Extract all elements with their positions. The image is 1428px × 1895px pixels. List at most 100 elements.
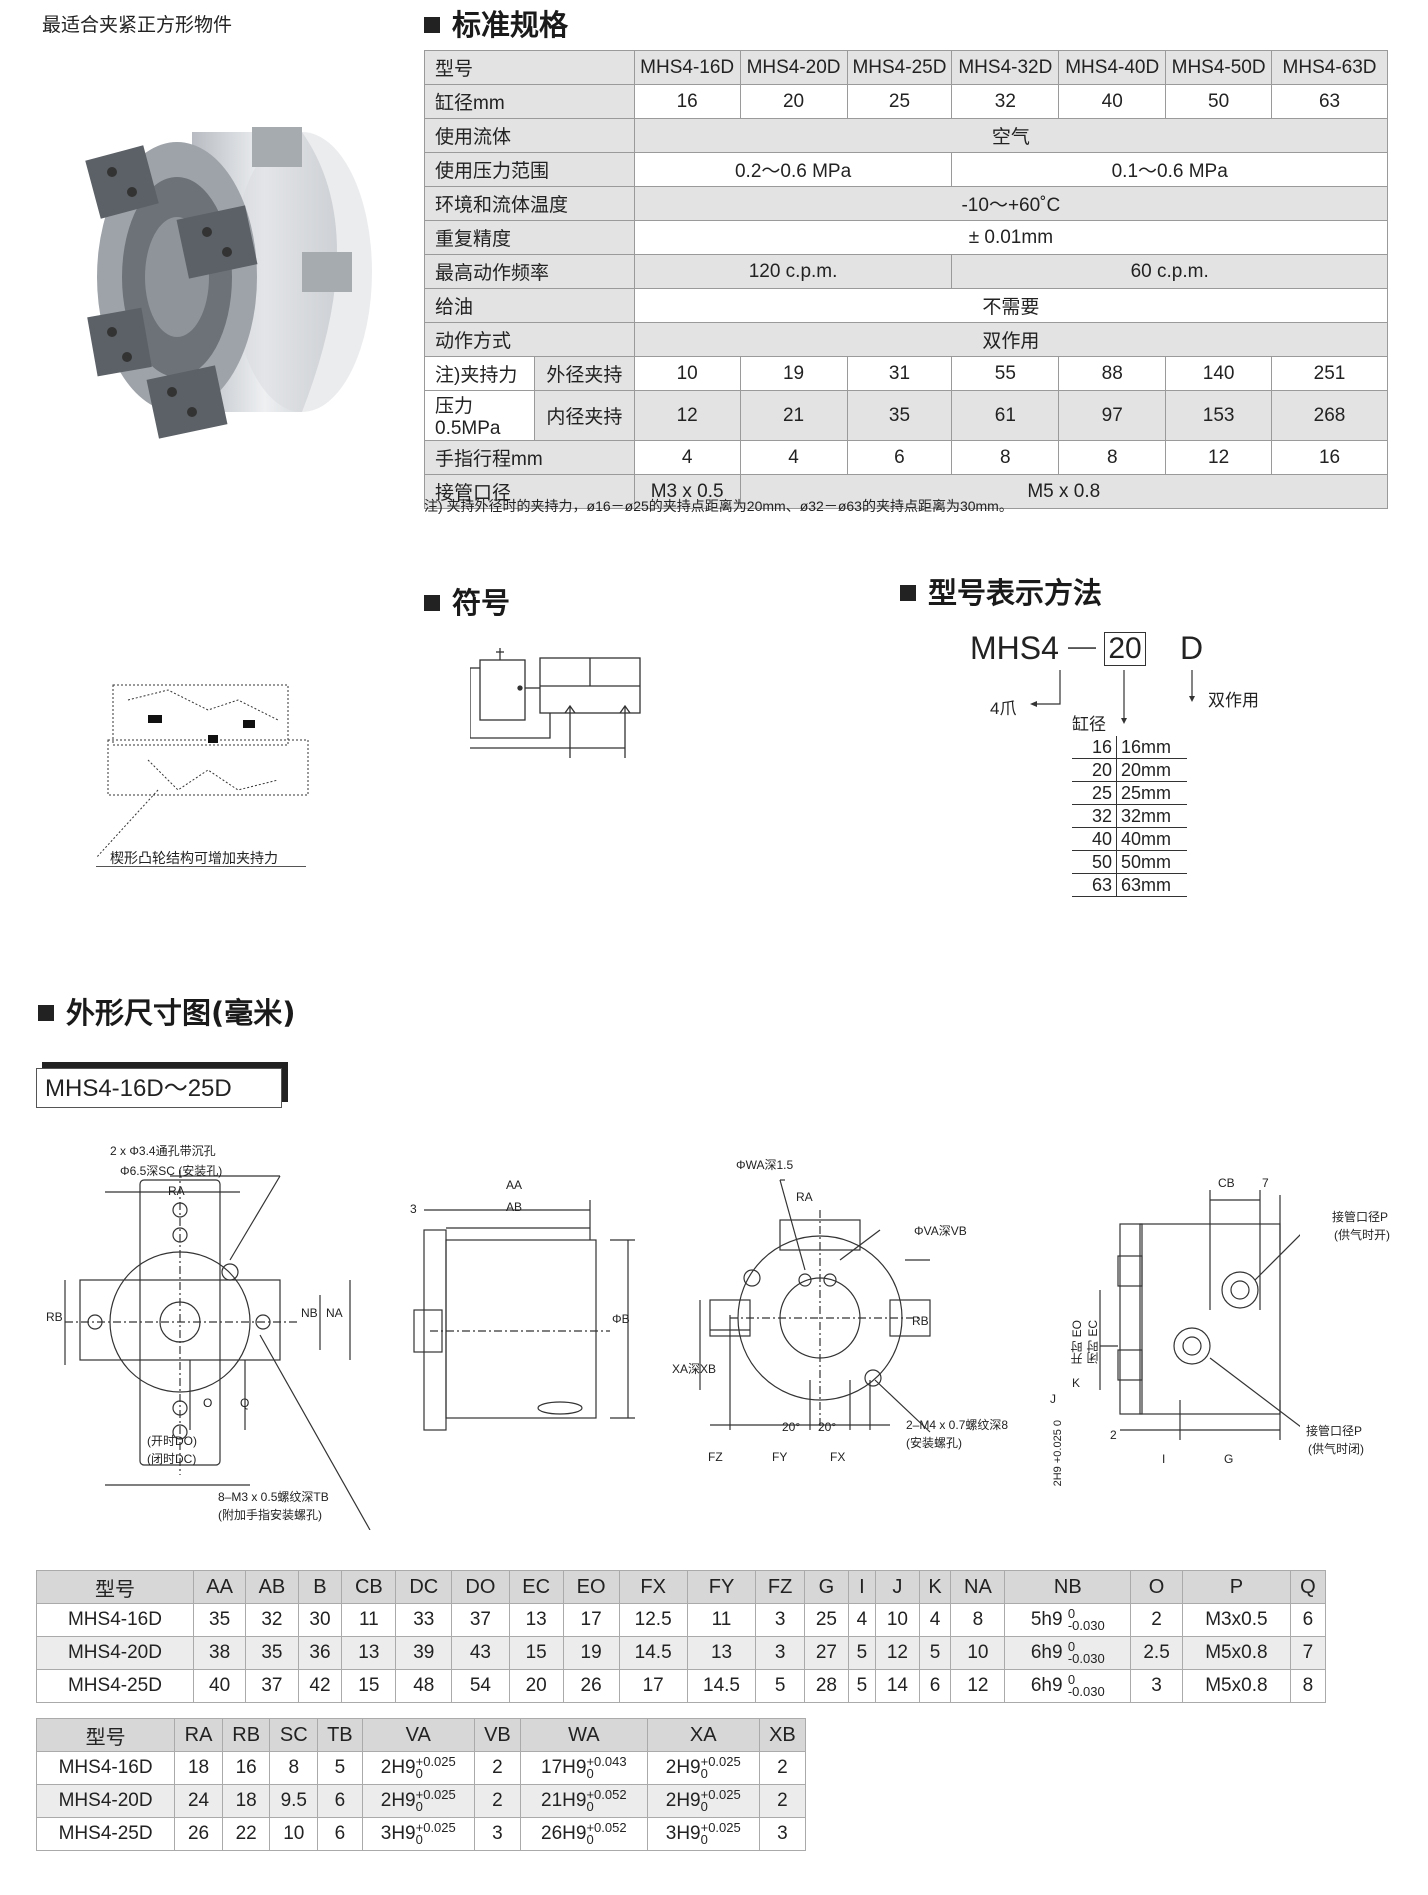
header-cell: SC <box>269 1718 319 1752</box>
cell: 19 <box>739 356 848 391</box>
cell: ± 0.01mm <box>633 220 1389 255</box>
seven-label: 7 <box>1262 1176 1269 1190</box>
counterbore-label: Φ6.5深SC (安装孔) <box>120 1164 223 1178</box>
rear-ra-label: RA <box>796 1190 813 1204</box>
cell: 双作用 <box>633 322 1389 357</box>
rear-rb-label: RB <box>912 1314 929 1328</box>
dc-label: (闭时DC) <box>147 1452 197 1466</box>
cell: 55 <box>951 356 1060 391</box>
cb-label: CB <box>1218 1176 1235 1190</box>
ec-label: 闭时 EC <box>1086 1320 1100 1365</box>
model-cell: MHS4-50D <box>1165 50 1273 85</box>
bore-row: 缸径mm 16 20 25 32 40 50 63 <box>424 84 1388 119</box>
table-header-row: 型号 AA AB B CB DC DO EC EO FX FY FZ G I J… <box>36 1570 1327 1604</box>
header-cell: FX <box>618 1570 688 1604</box>
model-code-suffix: D <box>1180 630 1204 666</box>
j-label: J <box>1050 1392 1056 1406</box>
cell: M3 x 0.5 <box>633 474 741 509</box>
bore-label: 缸径 <box>1072 715 1106 734</box>
model-code-bore-box: 20 <box>1104 632 1146 666</box>
header-cell: NB <box>1004 1570 1132 1604</box>
holes-label: 2 x Φ3.4通孔带沉孔 <box>110 1144 216 1158</box>
fz-label: FZ <box>708 1450 723 1464</box>
header-cell: XB <box>758 1718 807 1752</box>
port-row: 接管口径 M3 x 0.5 M5 x 0.8 <box>424 474 1389 509</box>
xa-label: XA深XB <box>672 1362 717 1376</box>
cell: 153 <box>1165 390 1273 441</box>
header-cell: P <box>1182 1570 1291 1604</box>
header-cell: VA <box>361 1718 475 1752</box>
ra-label: RA <box>168 1184 185 1198</box>
model-code-prefix: MHS4 <box>970 630 1059 666</box>
angle-label-1: 20° <box>782 1420 801 1434</box>
spec-note: 注) 夹持外径时的夹持力，ø16－ø25的夹持点距离为20mm、ø32－ø63的… <box>424 498 1013 514</box>
row-label: 给油 <box>424 288 635 323</box>
force-int-row: 压力0.5MPa 内径夹持 12 21 35 61 97 153 268 <box>424 390 1388 441</box>
h9-tolerance-label: 2H9 +0.025 0 <box>1052 1420 1064 1487</box>
header-cell: TB <box>317 1718 363 1752</box>
dims-title: 外形尺寸图(毫米) <box>38 990 296 1032</box>
spec-title: 标准规格 <box>424 2 568 44</box>
cell: 61 <box>951 390 1060 441</box>
header-cell: FZ <box>755 1570 806 1604</box>
cell: 0.1～0.6 MPa <box>951 152 1388 187</box>
row-label: 手指行程mm <box>424 440 635 475</box>
cell: 不需要 <box>633 288 1389 323</box>
phi-b-label: ΦB <box>612 1312 630 1326</box>
aa-label: AA <box>506 1178 523 1192</box>
header-cell: CB <box>341 1570 397 1604</box>
header-cell: B <box>297 1570 343 1604</box>
cell: 8 <box>1058 440 1167 475</box>
cell: 16 <box>633 84 741 119</box>
stroke-row: 手指行程mm 4 4 6 8 8 12 16 <box>424 440 1388 475</box>
model-cell: MHS4-25D <box>846 50 953 85</box>
m4-thread-label: 2–M4 x 0.7螺纹深8 <box>906 1418 1009 1432</box>
cell: 120 c.p.m. <box>633 254 953 289</box>
fluid-row: 使用流体 空气 <box>424 118 1389 153</box>
eo-label: 开时 EO <box>1070 1320 1084 1365</box>
nb-label: NB <box>301 1306 318 1320</box>
header-cell: RA <box>174 1718 223 1752</box>
header-cell: RB <box>221 1718 271 1752</box>
va-label: ΦVA深VB <box>914 1224 967 1238</box>
model-cell: MHS4-32D <box>951 50 1060 85</box>
header-label: 型号 <box>424 50 635 85</box>
cell: 97 <box>1058 390 1167 441</box>
row-label: 缸径mm <box>424 84 635 119</box>
cell: 10 <box>633 356 741 391</box>
port-open-label: 接管口径P <box>1332 1210 1389 1224</box>
cell: 31 <box>846 356 953 391</box>
port-close-note: (供气时闭) <box>1308 1442 1364 1456</box>
freq-row: 最高动作频率 120 c.p.m. 60 c.p.m. <box>424 254 1388 289</box>
cell: 140 <box>1165 356 1273 391</box>
cell: 268 <box>1271 390 1388 441</box>
action-row: 动作方式 双作用 <box>424 322 1389 357</box>
two-label: 2 <box>1110 1428 1117 1442</box>
product-image <box>85 127 372 439</box>
header-cell: K <box>918 1570 952 1604</box>
fx-label: FX <box>830 1450 846 1464</box>
header-cell: G <box>804 1570 849 1604</box>
row-label: 最高动作频率 <box>424 254 635 289</box>
do-label: (开时DO) <box>147 1434 197 1448</box>
cell: 21 <box>739 390 848 441</box>
cell: 6 <box>846 440 953 475</box>
cell: 8 <box>951 440 1060 475</box>
cam-structure-diagram <box>95 684 309 859</box>
cell: 12 <box>1165 440 1273 475</box>
lube-row: 给油 不需要 <box>424 288 1389 323</box>
k-label: K <box>1072 1376 1081 1390</box>
rb-label: RB <box>46 1310 63 1324</box>
model-code-leaders <box>1030 670 1195 724</box>
cell: 50 <box>1165 84 1273 119</box>
header-cell: 型号 <box>35 1718 176 1752</box>
cell: 4 <box>739 440 848 475</box>
cam-caption-underline <box>96 866 306 867</box>
row-label: 重复精度 <box>424 220 635 255</box>
